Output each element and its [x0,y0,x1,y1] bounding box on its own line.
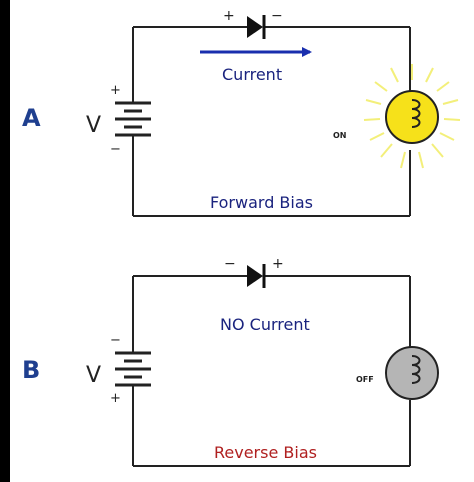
section-label-a: A [22,104,41,132]
diode-b-minus: − [224,256,236,272]
no-current-label: NO Current [220,315,310,334]
circuit-b-wires [132,275,411,467]
bulb-off-filament [411,355,421,384]
source-label-b: V [86,363,101,388]
battery-a-plus: + [110,83,121,98]
bulb-on-label: ON [333,131,347,140]
circuit-a: A V + − + − Current ON Forward Bias [22,8,461,217]
forward-bias-label: Forward Bias [210,193,313,212]
section-label-b: B [22,356,40,384]
battery-b [115,351,151,387]
diode-a [247,15,266,39]
circuit-b: B V − + − + NO Current OFF Reverse Bias [22,256,439,467]
battery-a-minus: − [110,142,121,157]
bulb-glow-rays [363,64,461,169]
bulb-filament [411,99,421,128]
reverse-bias-label: Reverse Bias [214,443,317,462]
bulb-on [363,64,461,169]
diode-a-plus: + [223,8,235,24]
diode-b [247,264,266,288]
source-label-a: V [86,113,101,138]
battery-b-plus: + [110,391,121,406]
diode-a-minus: − [271,8,283,24]
bulb-off [385,346,439,400]
circuit-a-wires [132,26,411,217]
battery-a [115,101,151,137]
bulb-off-label: OFF [356,375,374,384]
diode-b-plus: + [272,256,284,272]
battery-b-minus: − [110,333,121,348]
current-label: Current [222,65,282,84]
